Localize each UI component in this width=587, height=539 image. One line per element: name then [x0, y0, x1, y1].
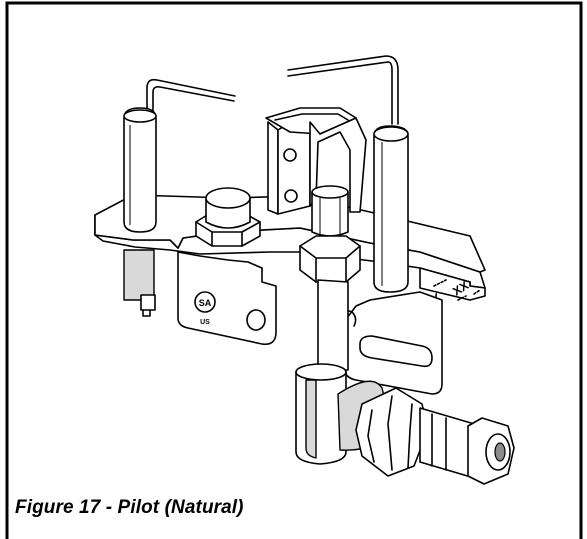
cert-logo-sub: US — [200, 319, 210, 326]
left-electrode-base — [123, 249, 155, 301]
compression-nut — [355, 387, 429, 477]
hex-fitting-center — [299, 235, 361, 283]
hood-plate-left — [267, 121, 279, 215]
inlet-stem — [317, 279, 349, 371]
mounting-tab-left — [177, 251, 277, 346]
right-electrode-wire — [287, 55, 399, 125]
hood-hole-top — [283, 148, 297, 162]
left-electrode-insulator — [123, 107, 157, 233]
mounting-hole-left — [246, 309, 266, 331]
left-electrode-wire — [146, 78, 236, 113]
right-electrode-insulator — [373, 125, 409, 293]
figure-border — [5, 1, 583, 539]
bracket-edge-right — [419, 267, 486, 301]
figure-caption: Figure 17 - Pilot (Natural) — [15, 497, 244, 518]
cert-logo-text: SA — [199, 298, 212, 308]
mounting-slot — [359, 335, 433, 368]
hood-hole-bottom — [284, 189, 298, 203]
inlet-body-shade — [305, 379, 317, 459]
cert-logo-icon — [194, 291, 216, 313]
tube-bore — [494, 442, 506, 462]
